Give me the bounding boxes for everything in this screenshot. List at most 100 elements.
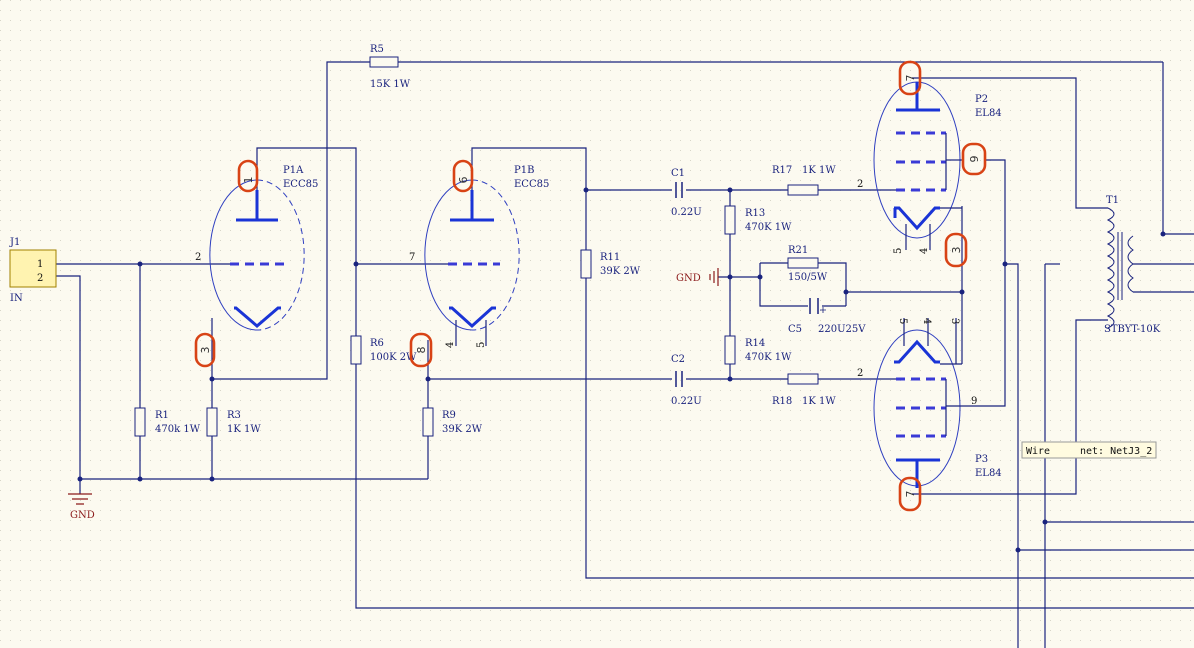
pin-highlight-label: 6: [457, 177, 470, 184]
pin-highlight-label: 3: [950, 247, 963, 254]
resistor-value: 470k 1W: [155, 424, 201, 435]
resistor-value: 470K 1W: [745, 352, 792, 363]
resistor-r3[interactable]: R3 1K 1W: [206, 407, 261, 437]
resistor-r6[interactable]: R6 100K 2W: [350, 335, 417, 365]
resistor-ref: R9: [442, 410, 456, 421]
resistor-ref: R14: [745, 338, 765, 349]
resistor-r14[interactable]: R14 470K 1W: [724, 335, 792, 365]
resistor-ref: R17: [772, 165, 792, 176]
ground-symbol-left[interactable]: GND: [68, 479, 95, 521]
connector-pin1: 1: [37, 259, 43, 270]
capacitor-ref: C1: [671, 168, 685, 179]
capacitor-value: 220U25V: [818, 324, 866, 335]
capacitor-ref: C5: [788, 324, 802, 335]
tooltip-net: net: NetJ3_2: [1080, 446, 1152, 457]
resistor-r1[interactable]: R1 470k 1W: [134, 407, 201, 437]
resistor-r11[interactable]: R11 39K 2W: [580, 249, 641, 279]
pin-highlight-label: 9: [968, 156, 981, 163]
connector-name: IN: [10, 293, 23, 304]
resistor-value: 15K 1W: [370, 79, 411, 90]
pin-label: 9: [971, 396, 977, 407]
resistor-ref: R18: [772, 396, 792, 407]
pin-label: 2: [195, 252, 201, 263]
pin-label: 5: [893, 248, 904, 254]
tube-value: ECC85: [283, 179, 318, 190]
highlight-marks: 1 3 6 8 7 9 3 7: [194, 60, 987, 512]
tube-ref: P2: [975, 94, 988, 105]
tube-p1b[interactable]: P1B ECC85 7 4 5: [409, 165, 549, 348]
ground-label-left: GND: [70, 510, 95, 521]
resistor-ref: R5: [370, 44, 384, 55]
resistor-value: 1K 1W: [802, 165, 836, 176]
resistor-r13[interactable]: R13 470K 1W: [724, 205, 792, 235]
resistor-ref: R3: [227, 410, 241, 421]
resistor-ref: R13: [745, 208, 765, 219]
pin-label: 7: [409, 252, 415, 263]
connector-pin2: 2: [37, 273, 43, 284]
pin-label: 3: [949, 318, 960, 324]
pin-highlight: 1: [237, 159, 259, 193]
connector-ref: J1: [9, 237, 20, 248]
capacitor-c2[interactable]: C2 0.22U: [671, 354, 702, 407]
tooltip-kind: Wire: [1026, 446, 1050, 457]
pin-highlight-label: 7: [904, 75, 917, 82]
transformer-t1[interactable]: T1 STBYT-10K: [1088, 195, 1161, 335]
transformer-value: STBYT-10K: [1104, 324, 1161, 335]
transformer-ref: T1: [1106, 195, 1119, 206]
resistor-ref: R11: [600, 252, 620, 263]
pin-label: 2: [857, 179, 863, 190]
tube-ref: P1A: [283, 165, 304, 176]
tube-value: EL84: [975, 108, 1002, 119]
capacitor-ref: C2: [671, 354, 685, 365]
pin-highlight: 3: [944, 232, 968, 268]
resistor-r21[interactable]: R21 150/5W: [787, 245, 828, 283]
pin-highlight-label: 8: [415, 347, 428, 354]
pin-label: 5: [476, 342, 487, 348]
tube-value: ECC85: [514, 179, 549, 190]
resistor-value: 39K 2W: [442, 424, 483, 435]
pin-highlight: 6: [452, 159, 474, 193]
tube-value: EL84: [975, 468, 1002, 479]
tube-p1a[interactable]: P1A ECC85 2: [195, 165, 318, 331]
pin-highlight: 7: [898, 476, 922, 512]
tube-p3[interactable]: P3 EL84 2 9 5 4 3: [857, 318, 1002, 488]
capacitor-value: 0.22U: [671, 396, 702, 407]
hover-tooltip: Wire net: NetJ3_2: [1021, 441, 1157, 459]
resistor-r18[interactable]: R18 1K 1W: [772, 373, 836, 407]
resistor-value: 1K 1W: [802, 396, 836, 407]
pin-highlight: 3: [194, 332, 216, 368]
pin-highlight-label: 3: [199, 347, 212, 354]
pin-label: 4: [445, 342, 456, 348]
junctions: [77, 187, 1166, 553]
resistor-r17[interactable]: R17 1K 1W: [772, 165, 836, 196]
pin-highlight: 7: [898, 60, 922, 96]
pin-label: 4: [919, 248, 930, 254]
capacitor-value: 0.22U: [671, 207, 702, 218]
tube-ref: P3: [975, 454, 988, 465]
resistor-r5[interactable]: R5 15K 1W: [369, 44, 411, 90]
pin-highlight-label: 1: [242, 177, 255, 184]
resistor-value: 100K 2W: [370, 352, 417, 363]
wires[interactable]: [56, 61, 1194, 648]
pin-label: 2: [857, 368, 863, 379]
pin-highlight: 9: [961, 142, 987, 176]
connector-j1[interactable]: J1 1 2 IN: [9, 237, 57, 304]
resistor-value: 1K 1W: [227, 424, 261, 435]
capacitor-c5[interactable]: C5 220U25V: [788, 298, 866, 335]
resistor-value: 39K 2W: [600, 266, 641, 277]
resistor-ref: R21: [788, 245, 808, 256]
tube-ref: P1B: [514, 165, 534, 176]
tube-p2[interactable]: P2 EL84 2 5 4: [857, 81, 1002, 254]
resistor-value: 150/5W: [788, 272, 828, 283]
capacitor-c1[interactable]: C1 0.22U: [671, 168, 702, 218]
resistor-ref: R6: [370, 338, 384, 349]
ground-symbol-center[interactable]: GND: [676, 268, 719, 286]
resistor-ref: R1: [155, 410, 169, 421]
resistor-r9[interactable]: R9 39K 2W: [422, 407, 483, 437]
pin-label: 4: [921, 318, 932, 324]
pin-label: 5: [897, 318, 908, 324]
pin-highlight-label: 7: [904, 491, 917, 498]
ground-label-center: GND: [676, 273, 701, 284]
